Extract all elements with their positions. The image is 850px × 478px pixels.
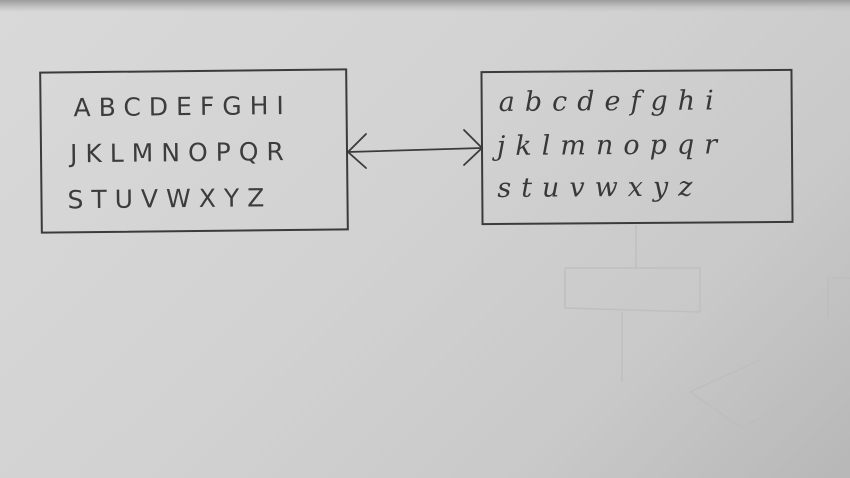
- lowercase-row-3: stuvwxyz: [497, 171, 703, 204]
- lowercase-row-2: jklmnopqr: [496, 129, 728, 162]
- arrow-head-right: [463, 129, 484, 166]
- uppercase-letters-box: ABCDEFGHI JKLMNOPQR STUVWXYZ: [39, 68, 349, 234]
- lowercase-letters-box: abcdefghi jklmnopqr stuvwxyz: [480, 68, 794, 226]
- arrow-head-left: [346, 133, 367, 169]
- lowercase-row-1: abcdefghi: [498, 85, 724, 118]
- double-headed-arrow: [346, 129, 484, 169]
- uppercase-row-3: STUVWXYZ: [67, 183, 273, 215]
- uppercase-row-1: ABCDEFGHI: [73, 90, 292, 123]
- uppercase-row-2: JKLMNOPQR: [69, 136, 292, 169]
- arrow-shaft: [347, 147, 483, 153]
- paper-top-edge-shadow: [0, 0, 850, 12]
